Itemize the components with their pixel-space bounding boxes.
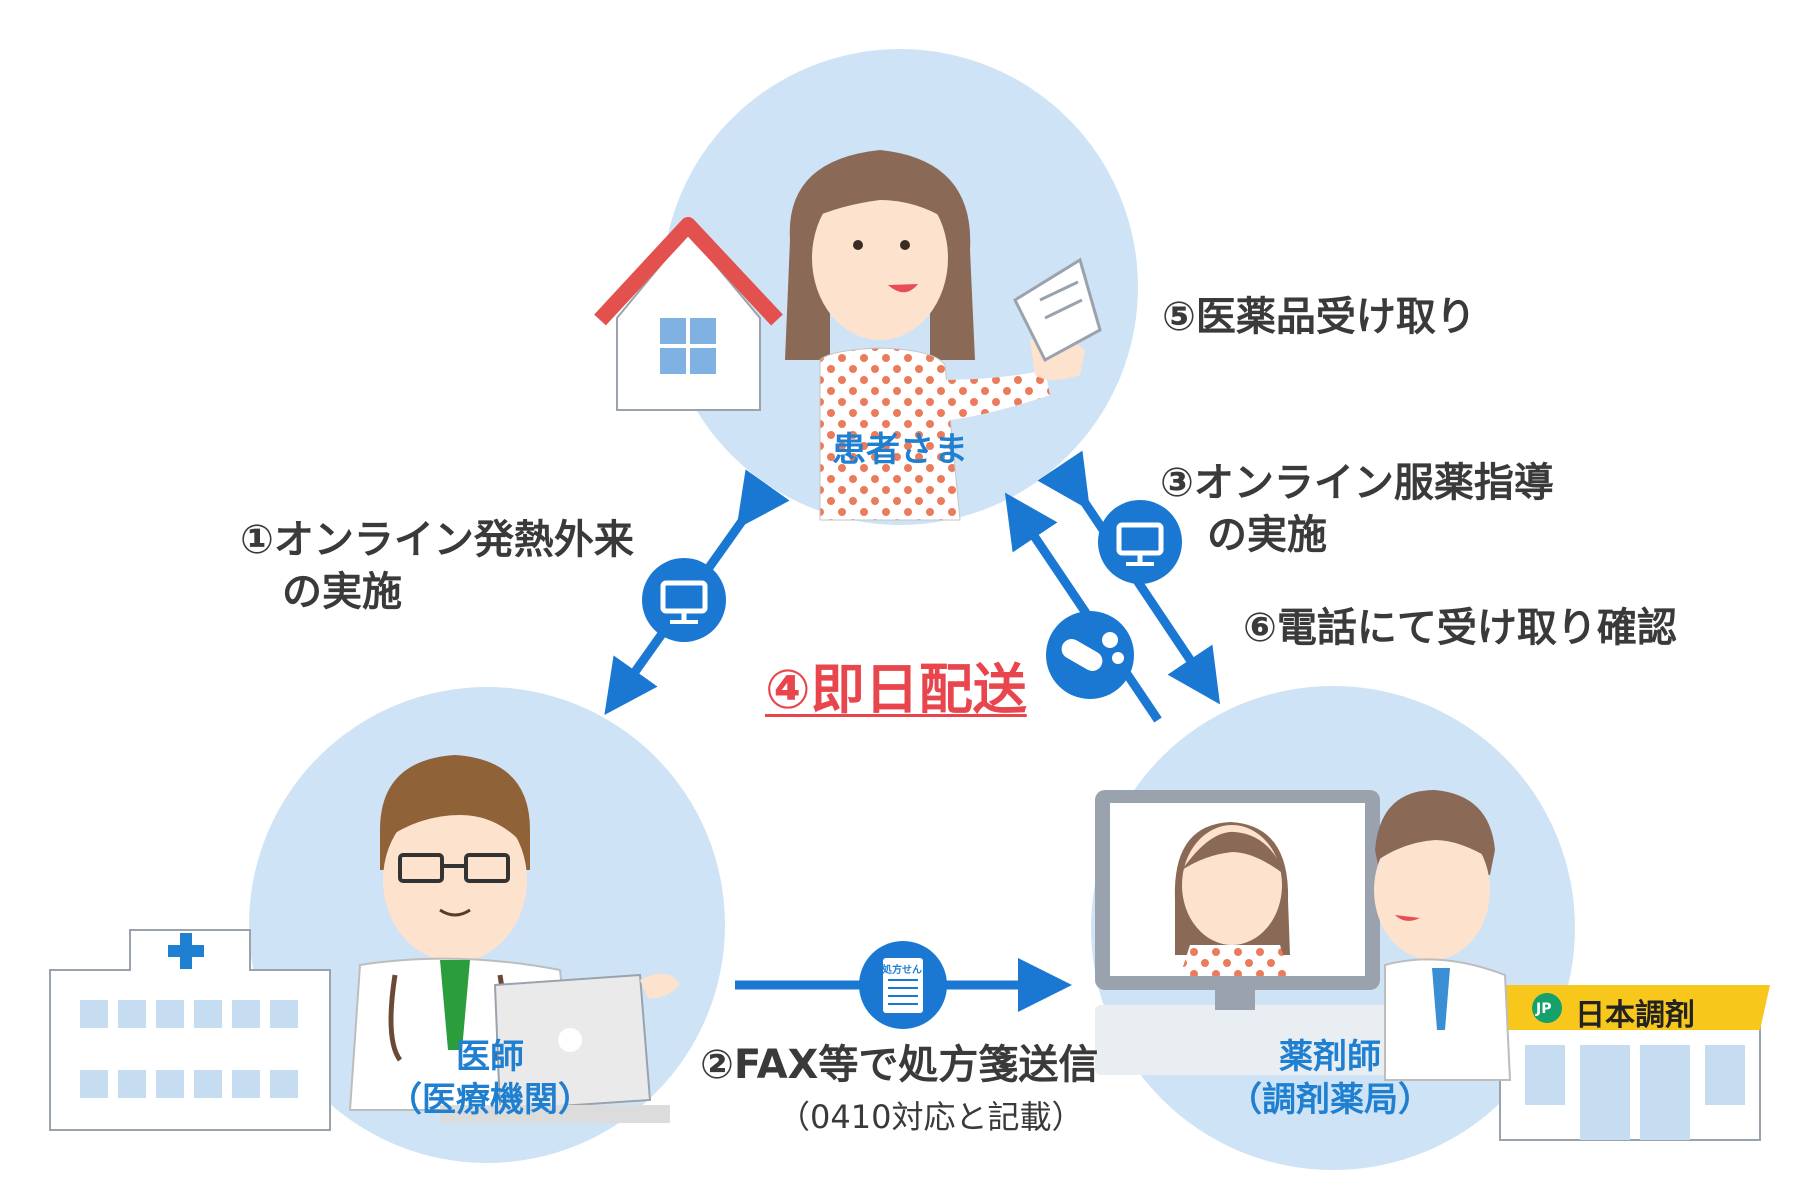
pharmacist-figure (1095, 790, 1512, 1081)
step-2-note: （0410対応と記載） (778, 1098, 1084, 1136)
pharmacist-sublabel: （調剤薬局） (1228, 1080, 1432, 1120)
step-3-label-line2: の実施 (1207, 512, 1327, 558)
doctor-figure (348, 755, 680, 1123)
pharmacy-sign-text: 日本調剤 (1575, 998, 1695, 1033)
patient-figure (785, 150, 1102, 521)
pharmacy-logo (1532, 993, 1562, 1023)
doctor-label: 医師 (456, 1037, 524, 1077)
prescription-icon-text: 処方せん (882, 965, 922, 976)
computer-monitor-icon (642, 558, 726, 642)
computer-monitor-icon (1098, 500, 1182, 584)
pharmacy-logo-text: JP (1536, 1001, 1552, 1017)
patient-label: 患者さま (832, 430, 968, 470)
pharmacist-label: 薬剤師 (1279, 1037, 1381, 1077)
step-5-label: ⑤医薬品受け取り (1162, 294, 1476, 340)
step-2-label: ②FAX等で処方箋送信 (700, 1042, 1099, 1088)
house-icon (594, 217, 783, 411)
step-1-label: ①オンライン発熱外来 (240, 517, 634, 563)
arrow-patient-pharmacist (1037, 450, 1221, 705)
step-3-label: ③オンライン服薬指導 (1160, 460, 1554, 506)
step-4-label: ④即日配送 (765, 658, 1027, 721)
pharmacy-icon (1480, 985, 1770, 1141)
hospital-icon (49, 929, 331, 1131)
step-1-label-line2: の実施 (282, 569, 402, 615)
step-6-label: ⑥電話にて受け取り確認 (1243, 605, 1677, 651)
doctor-sublabel: （医療機関） (388, 1080, 592, 1120)
